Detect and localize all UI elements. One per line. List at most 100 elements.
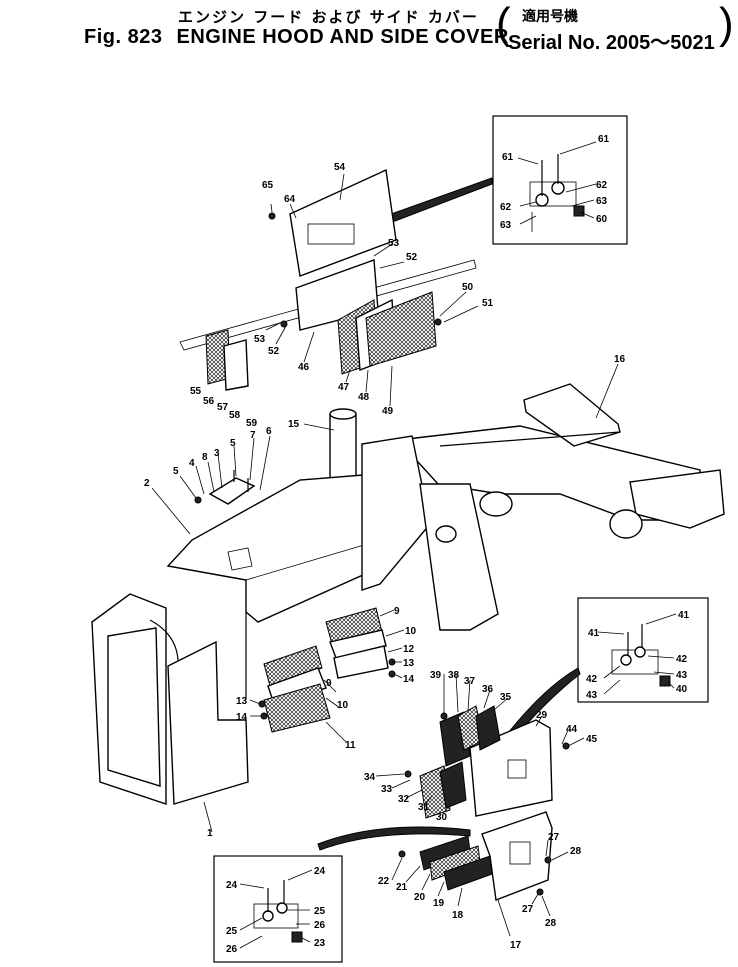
callout-22: 22 (378, 876, 390, 887)
callout-4: 4 (189, 458, 195, 469)
callout-42b: 42 (676, 654, 688, 665)
callout-7: 7 (250, 430, 256, 441)
hardware (194, 212, 570, 896)
callout-53b: 53 (254, 334, 266, 345)
callout-9a: 9 (394, 606, 400, 617)
callout-25b: 25 (314, 906, 326, 917)
leader-bar-top (379, 177, 493, 227)
callout-27b: 27 (522, 904, 534, 915)
callout-38: 38 (448, 670, 460, 681)
callout-43a: 43 (586, 690, 598, 701)
callout-49: 49 (382, 406, 394, 417)
callout-29: 29 (536, 710, 548, 721)
callout-28b: 28 (545, 918, 557, 929)
side-panel (91, 593, 249, 805)
callout-61a: 61 (502, 152, 514, 163)
callout-45: 45 (586, 734, 598, 745)
side-cover-upper (419, 705, 553, 819)
callout-33: 33 (381, 784, 393, 795)
callout-58: 58 (229, 410, 241, 421)
callout-5b: 5 (230, 438, 236, 449)
title-japanese: エンジン フード および サイド カバー (178, 8, 479, 26)
frame-boom (361, 383, 725, 631)
callout-3: 3 (214, 448, 220, 459)
callout-5a: 5 (173, 466, 179, 477)
callout-59: 59 (246, 418, 258, 429)
callout-57: 57 (217, 402, 229, 413)
callout-27a: 27 (548, 832, 560, 843)
callout-11: 11 (345, 740, 356, 751)
callout-50: 50 (462, 282, 474, 293)
callout-42a: 42 (586, 674, 598, 685)
callout-18: 18 (452, 910, 464, 921)
callout-13b: 13 (236, 696, 248, 707)
callout-52a: 52 (406, 252, 418, 263)
callout-40: 40 (676, 684, 688, 695)
callout-51: 51 (482, 298, 494, 309)
callout-16: 16 (614, 354, 626, 365)
callout-43b: 43 (676, 670, 688, 681)
callout-23: 23 (314, 938, 326, 949)
callout-41b: 41 (678, 610, 690, 621)
callout-48: 48 (358, 392, 370, 403)
callout-8: 8 (202, 452, 208, 463)
leader-lines (151, 141, 677, 949)
callout-labels: 1 2 3 4 5 5 6 7 8 9 9 10 10 11 12 13 13 … (144, 134, 690, 955)
serial-range: Serial No. 2005～5021 (508, 32, 715, 54)
callout-35: 35 (500, 692, 512, 703)
callout-24a: 24 (226, 880, 238, 891)
callout-52b: 52 (268, 346, 280, 357)
callout-17: 17 (510, 940, 522, 951)
callout-63a: 63 (500, 220, 512, 231)
callout-19: 19 (433, 898, 445, 909)
callout-34: 34 (364, 772, 376, 783)
bracket-right: ) (719, 0, 734, 48)
callout-61b: 61 (598, 134, 610, 145)
callout-62a: 62 (500, 202, 512, 213)
callout-20: 20 (414, 892, 426, 903)
callout-54: 54 (334, 162, 346, 173)
callout-53a: 53 (388, 238, 400, 249)
callout-9b: 9 (326, 678, 332, 689)
callout-2: 2 (144, 478, 150, 489)
hood-bracket (208, 470, 256, 505)
callout-21: 21 (396, 882, 408, 893)
callout-46: 46 (298, 362, 310, 373)
callout-64: 64 (284, 194, 296, 205)
serial-label-japanese: 適用号機 (522, 9, 578, 25)
callout-36: 36 (482, 684, 494, 695)
top-cover-assembly (179, 168, 477, 391)
callout-12: 12 (403, 644, 415, 655)
callout-10b: 10 (337, 700, 349, 711)
callout-30: 30 (436, 812, 448, 823)
callout-14b: 14 (236, 712, 248, 723)
figure-title: Fig. 823 ENGINE HOOD AND SIDE COVER (84, 26, 523, 49)
leader-bar-bottom (317, 826, 471, 851)
callout-62b: 62 (596, 180, 608, 191)
callout-55: 55 (190, 386, 202, 397)
callout-32: 32 (398, 794, 410, 805)
bracket-left: ( (496, 0, 511, 48)
callout-25a: 25 (226, 926, 238, 937)
detail-inset-bottom (213, 855, 343, 963)
callout-1: 1 (207, 828, 213, 839)
callout-39: 39 (430, 670, 442, 681)
callout-6: 6 (266, 426, 272, 437)
callout-14a: 14 (403, 674, 415, 685)
callout-47: 47 (338, 382, 350, 393)
callout-37: 37 (464, 676, 476, 687)
filter-panels (263, 607, 389, 733)
detail-inset-middle (577, 597, 709, 703)
figure-number: Fig. 823 (84, 26, 163, 48)
callout-63b: 63 (596, 196, 608, 207)
callout-44: 44 (566, 724, 578, 735)
side-cover-lower (419, 811, 553, 901)
callout-24b: 24 (314, 866, 326, 877)
figure-name: ENGINE HOOD AND SIDE COVER (176, 26, 509, 48)
callout-15: 15 (288, 419, 300, 430)
callout-26a: 26 (226, 944, 238, 955)
callout-60: 60 (596, 214, 608, 225)
callout-56: 56 (203, 396, 215, 407)
callout-10a: 10 (405, 626, 417, 637)
